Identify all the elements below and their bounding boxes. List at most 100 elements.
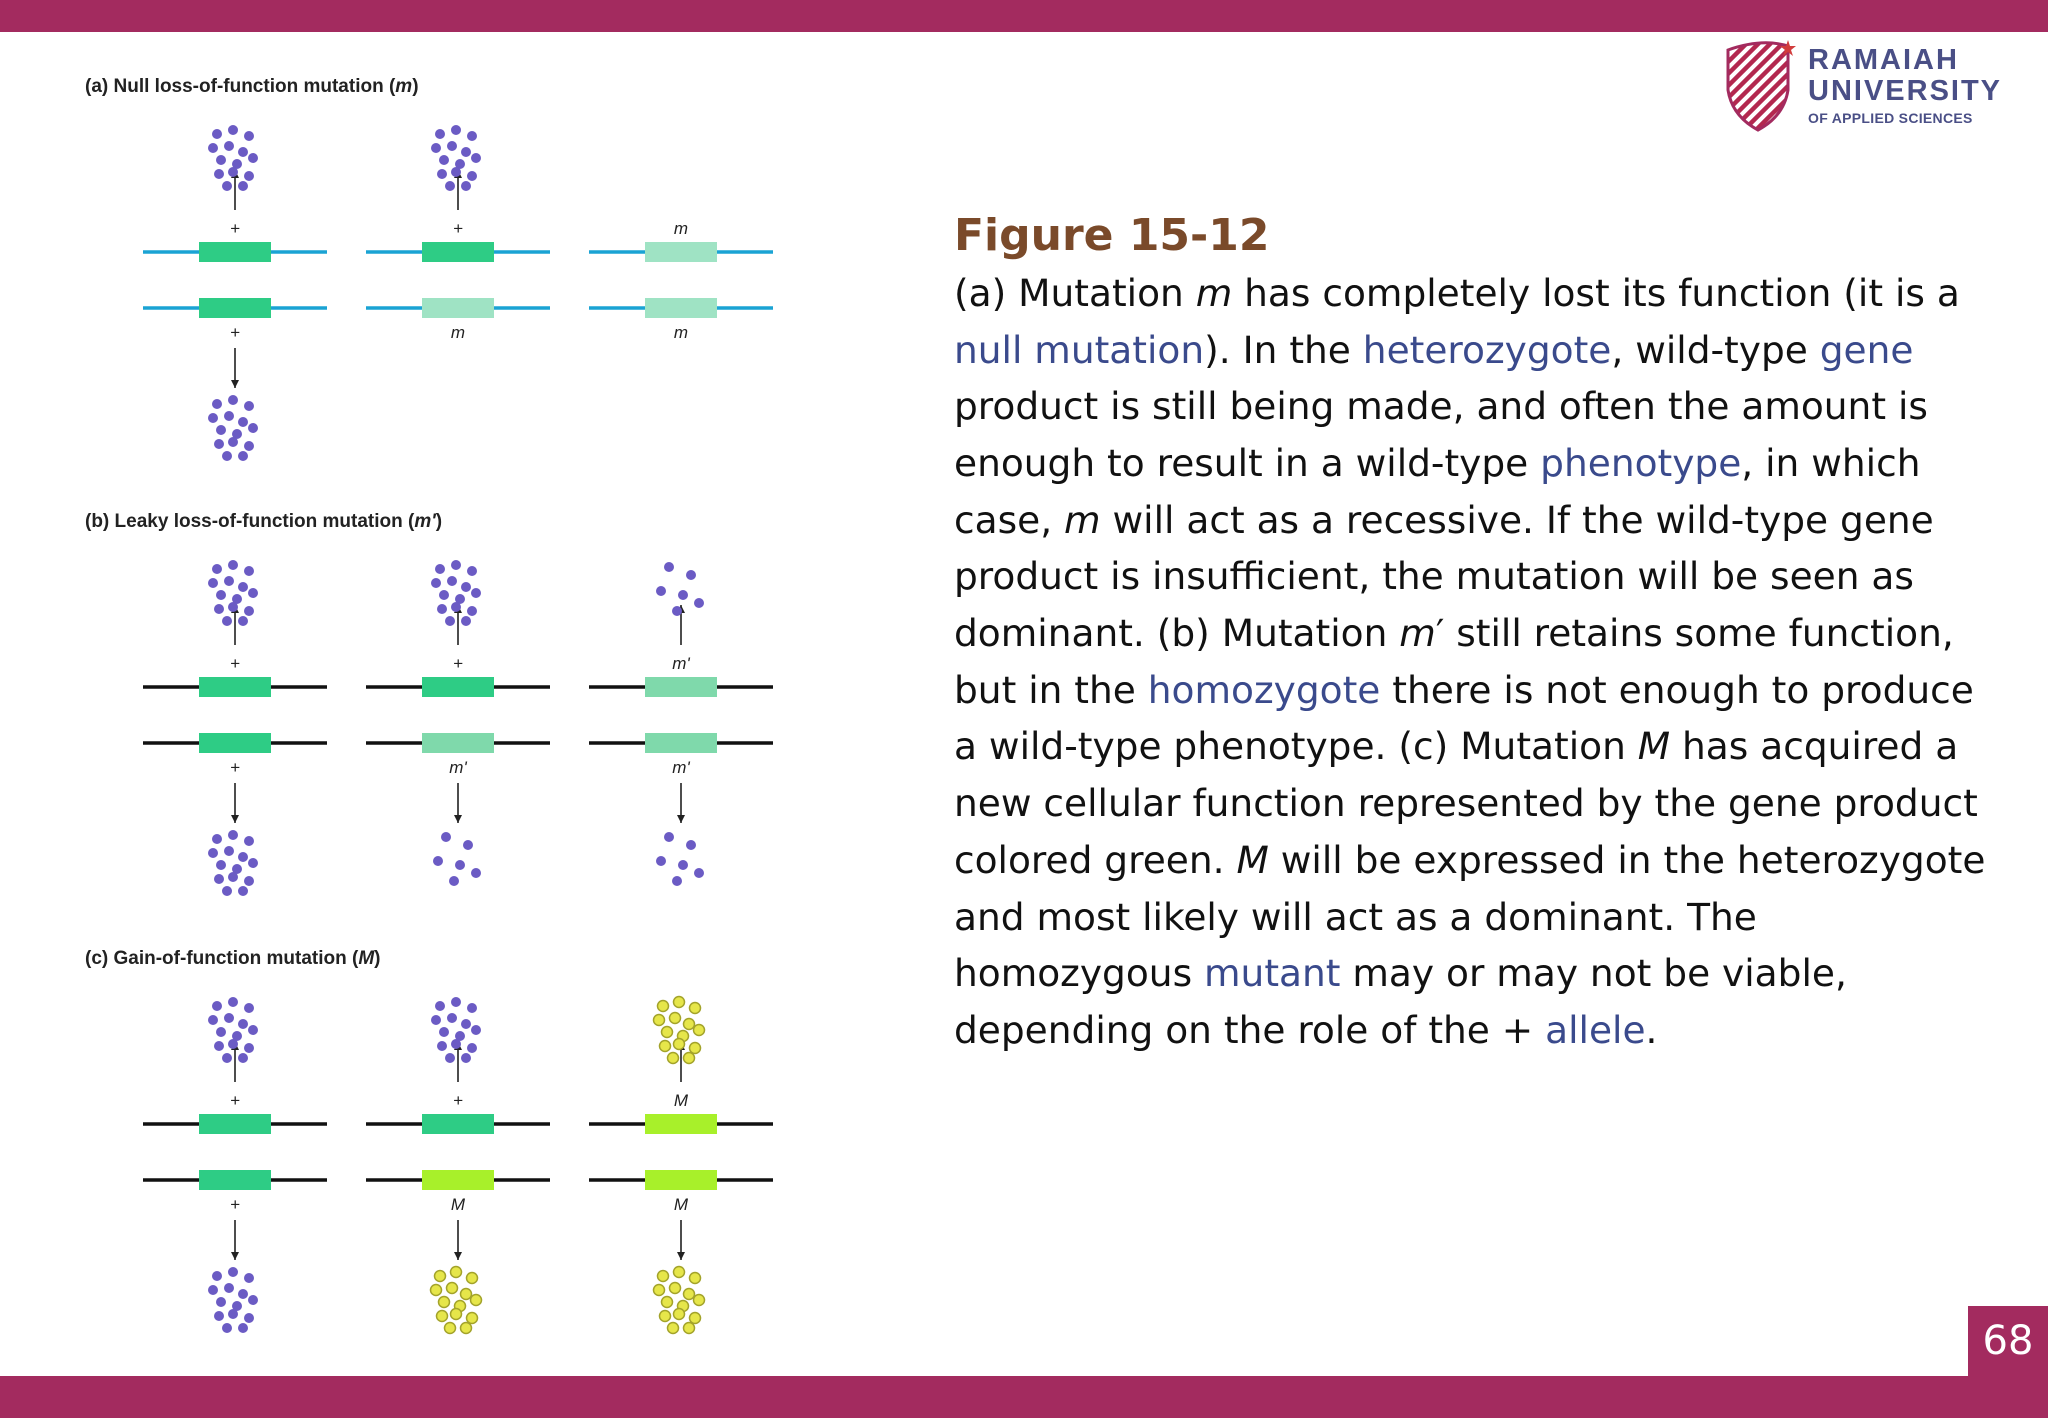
panel-heading-symbol: m	[395, 76, 412, 97]
panel-2-col-2-bottom-product-dot	[692, 1293, 706, 1307]
glossary-term[interactable]: homozygote	[1147, 667, 1381, 712]
panel-1-col-0-bottom-product-dot	[214, 874, 224, 884]
panel-1-col-0-bottom-product-dot	[228, 830, 238, 840]
panel-2-col-0-bottom-product-dot	[228, 1267, 238, 1277]
panel-1-col-1-top-product-dot	[471, 588, 481, 598]
panel-1-col-2-bottom-product-dot	[664, 832, 674, 842]
gene-segment	[422, 733, 494, 753]
panel-2-col-1-top-product-dot	[437, 1041, 447, 1051]
caption-text-segment: ′ still retains some function, but in th…	[954, 611, 1954, 712]
panel-1-col-1-top-product-dot	[455, 594, 465, 604]
panel-0-col-1-top-product-dot	[461, 181, 471, 191]
panel-0-col-0-top-product-dot	[208, 143, 218, 153]
panel-1-col-0-bottom-product-dot	[244, 836, 254, 846]
allele-label-top: +	[453, 1091, 463, 1110]
panel-0-col-0-bottom-product-dot	[244, 441, 254, 451]
panel-2-col-0-bottom-product-dot	[244, 1273, 254, 1283]
panel-0-col-1-top-product-dot	[467, 171, 477, 181]
panel-heading-symbol: m'	[414, 511, 437, 532]
panel-1-col-1-top-product-dot	[461, 582, 471, 592]
panel-0-col-0-top-product-dot	[216, 155, 226, 165]
glossary-term[interactable]: null mutation	[954, 327, 1205, 372]
panel-1-col-0-top-product-dot	[232, 594, 242, 604]
caption-text-segment: may or may not be viable, depending on t…	[954, 951, 1847, 1052]
allele-label-top: m	[674, 219, 688, 238]
gene-segment	[422, 298, 494, 318]
gene-segment	[422, 677, 494, 697]
panel-1-col-2-bottom-product-dot	[686, 840, 696, 850]
panel-2-col-2-top-product-dot	[682, 1051, 696, 1065]
panel-0-col-0-bottom-product-dot	[224, 411, 234, 421]
panel-heading-text: (a) Null loss-of-function mutation (	[85, 76, 396, 97]
panel-2-col-1-top-product-dot	[439, 1027, 449, 1037]
panel-2-col-0-bottom-product-dot	[222, 1323, 232, 1333]
glossary-term[interactable]: phenotype	[1540, 440, 1742, 485]
panel-0-col-0-top-product-dot	[232, 159, 242, 169]
glossary-term[interactable]: mutant	[1204, 951, 1341, 996]
glossary-term[interactable]: gene	[1819, 327, 1914, 372]
panel-2-col-0-top-product-dot	[232, 1031, 242, 1041]
panel-1-col-1-top-product-dot	[451, 560, 461, 570]
panel-2-col-2-top-product-dot	[652, 1013, 666, 1027]
panel-1-col-0-top-product-dot	[244, 566, 254, 576]
gene-segment	[645, 242, 717, 262]
panel-2-col-2-bottom-product-dot	[688, 1271, 702, 1285]
panel-1-col-1-bottom-product-dot	[455, 860, 465, 870]
panel-1-col-2-top-product-dot	[686, 570, 696, 580]
panel-2-col-1-top-product-dot	[461, 1053, 471, 1063]
panel-0-col-0-bottom-product-dot	[248, 423, 258, 433]
panel-heading-symbol: M	[358, 948, 375, 969]
panel-1-col-2-bottom-product-dot	[678, 860, 688, 870]
caption-text-segment: has completely lost its function (it is …	[1232, 270, 1960, 315]
panel-heading-text: (c) Gain-of-function mutation (	[85, 948, 359, 969]
expression-arrow-down-head	[231, 1252, 239, 1260]
expression-arrow-down-head	[677, 1252, 685, 1260]
panel-0-col-0-top-product-dot	[224, 141, 234, 151]
caption-text-segment: ). In the	[1204, 327, 1363, 372]
panel-0-col-0-top-product-dot	[228, 125, 238, 135]
allele-label-bottom: M	[451, 1195, 466, 1214]
panel-2-col-2-top-product-dot	[658, 1039, 672, 1053]
panel-2-col-0-bottom-product-dot	[212, 1271, 222, 1281]
gene-segment	[645, 1170, 717, 1190]
panel-2-col-1-bottom-product-dot	[465, 1311, 479, 1325]
panel-0-col-1-top-product-dot	[445, 181, 455, 191]
panel-0-col-1-top-product-dot	[435, 129, 445, 139]
panel-2-col-2-bottom-product-dot	[668, 1281, 682, 1295]
panel-2-col-2-bottom-product-dot	[682, 1321, 696, 1335]
panel-0-col-0-bottom-product-dot	[228, 395, 238, 405]
panel-0-col-1-top-product-dot	[461, 147, 471, 157]
panel-0-col-0-bottom-product-dot	[222, 451, 232, 461]
panel-0-col-0-bottom-product-dot	[214, 439, 224, 449]
panel-2-col-2-top-product-dot	[672, 995, 686, 1009]
allele-label-bottom: +	[230, 1195, 240, 1214]
panel-0-col-0-top-product-dot	[248, 153, 258, 163]
panel-1-col-0-bottom-product-dot	[212, 834, 222, 844]
panel-2-col-0-top-product-dot	[238, 1053, 248, 1063]
glossary-term[interactable]: heterozygote	[1362, 327, 1612, 372]
caption-title: Figure 15-12	[954, 210, 1270, 261]
panel-0-col-1-top-product-dot	[451, 167, 461, 177]
panel-b: (b) Leaky loss-of-function mutation (m')…	[85, 511, 773, 896]
panel-0-col-1-top-product-dot	[447, 141, 457, 151]
allele-label-bottom: +	[230, 758, 240, 777]
panel-heading: (a) Null loss-of-function mutation (m)	[85, 76, 419, 97]
panel-1-col-0-top-product-dot	[228, 602, 238, 612]
panel-a: (a) Null loss-of-function mutation (m)++…	[85, 76, 773, 461]
panel-1-col-1-bottom-product-dot	[449, 876, 459, 886]
allele-label-top: +	[230, 219, 240, 238]
panel-0-col-0-top-product-dot	[244, 171, 254, 181]
caption-text-segment: m	[1064, 497, 1101, 542]
gene-segment	[645, 1114, 717, 1134]
panel-1-col-0-top-product-dot	[238, 582, 248, 592]
panel-1-col-1-top-product-dot	[447, 576, 457, 586]
panel-2-col-1-bottom-product-dot	[437, 1295, 451, 1309]
panel-2-col-1-top-product-dot	[461, 1019, 471, 1029]
glossary-term[interactable]: allele	[1545, 1007, 1646, 1052]
panel-2-col-0-top-product-dot	[248, 1025, 258, 1035]
logo-line-2: UNIVERSITY	[1808, 75, 2003, 107]
panel-1-col-2-top-product-dot	[694, 598, 704, 608]
panel-2-col-0-bottom-product-dot	[228, 1309, 238, 1319]
panel-2-col-2-bottom-product-dot	[672, 1265, 686, 1279]
panel-2-col-0-top-product-dot	[208, 1015, 218, 1025]
